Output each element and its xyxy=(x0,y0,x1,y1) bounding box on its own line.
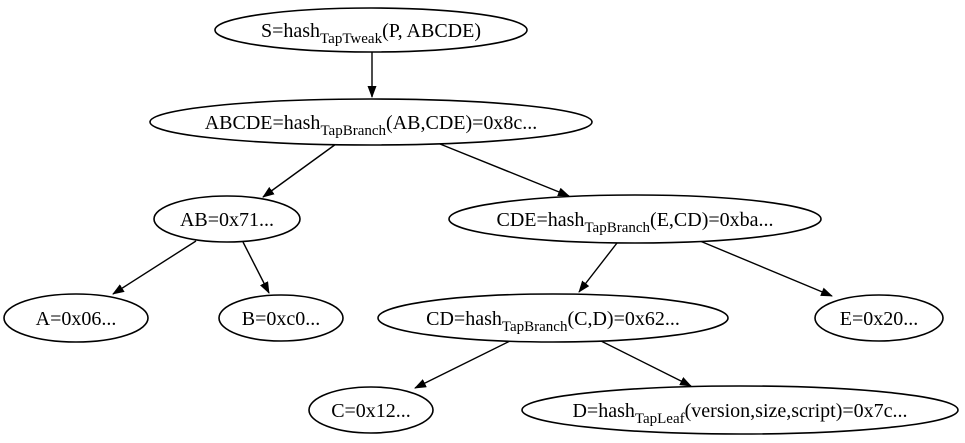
node-c-ellipse xyxy=(308,386,434,434)
node-b: B=0xc0... xyxy=(218,294,344,342)
node-e-ellipse xyxy=(814,294,944,342)
edge-cde-cd xyxy=(578,242,618,293)
node-cd: CD=hashTapBranch(C,D)=0x62... xyxy=(377,293,729,343)
node-d: D=hashTapLeaf(version,size,script)=0x7c.… xyxy=(521,385,959,435)
node-abcde-label: ABCDE=hashTapBranch(AB,CDE)=0x8c... xyxy=(205,112,538,139)
node-cde-label: CDE=hashTapBranch(E,CD)=0xba... xyxy=(496,209,773,236)
node-cde-ellipse xyxy=(448,194,822,244)
node-b-label: B=0xc0... xyxy=(242,308,321,330)
edge-ab-a xyxy=(112,240,197,295)
edge-cd-c xyxy=(414,340,511,389)
node-cd-ellipse xyxy=(377,293,729,343)
node-d-ellipse xyxy=(521,385,959,435)
node-abcde-ellipse xyxy=(149,98,593,146)
edge-cde-e xyxy=(699,240,833,297)
node-a: A=0x06... xyxy=(3,293,149,343)
node-d-label: D=hashTapLeaf(version,size,script)=0x7c.… xyxy=(572,400,907,427)
node-ab-label: AB=0x71... xyxy=(180,209,274,231)
edge-ab-b xyxy=(242,241,270,294)
node-ab: AB=0x71... xyxy=(153,195,301,243)
node-ab-ellipse xyxy=(153,195,301,243)
edge-layer xyxy=(112,52,833,389)
edge-cd-d xyxy=(600,340,692,387)
edge-abcde-ab xyxy=(262,143,337,198)
node-a-ellipse xyxy=(3,293,149,343)
node-s: S=hashTapTweak(P, ABCDE) xyxy=(214,7,528,53)
edge-abcde-cde xyxy=(439,143,570,197)
node-abcde: ABCDE=hashTapBranch(AB,CDE)=0x8c... xyxy=(149,98,593,146)
node-e-label: E=0x20... xyxy=(840,308,919,330)
node-a-label: A=0x06... xyxy=(36,308,117,330)
node-e: E=0x20... xyxy=(814,294,944,342)
node-layer: S=hashTapTweak(P, ABCDE) ABCDE=hashTapBr… xyxy=(3,7,959,435)
node-cd-label: CD=hashTapBranch(C,D)=0x62... xyxy=(426,308,680,335)
node-c: C=0x12... xyxy=(308,386,434,434)
node-s-ellipse xyxy=(214,7,528,53)
node-cde: CDE=hashTapBranch(E,CD)=0xba... xyxy=(448,194,822,244)
node-c-label: C=0x12... xyxy=(331,400,411,422)
node-b-ellipse xyxy=(218,294,344,342)
node-s-label: S=hashTapTweak(P, ABCDE) xyxy=(261,20,481,47)
